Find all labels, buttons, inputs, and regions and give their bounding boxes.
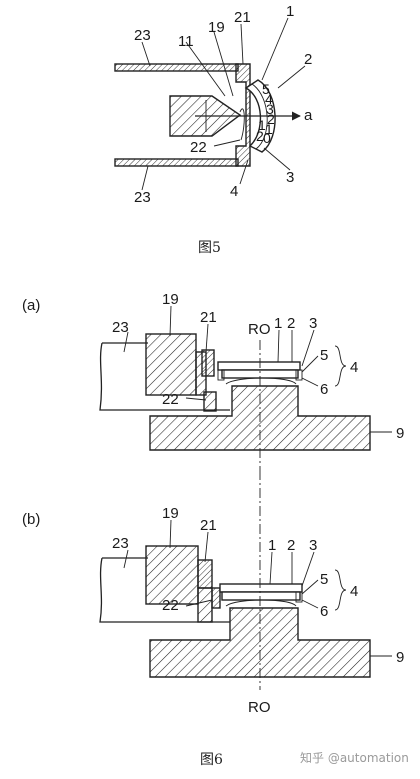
fig6b-label-21: 21	[200, 517, 217, 534]
wafer-seg-3: 2	[267, 111, 275, 127]
fig6b-wafer-right-edge	[295, 591, 303, 603]
fig6a-label-21: 21	[200, 309, 217, 326]
fig6a-label-6: 6	[320, 381, 328, 398]
fig6a-label-1: 1	[274, 315, 282, 332]
fig6b-cover-23	[99, 557, 230, 623]
fig6a-label-2: 2	[287, 315, 295, 332]
fig6b-label-3: 3	[309, 537, 317, 554]
wafer-seg-7: 2	[256, 128, 264, 144]
fig6a-chuck-curve	[225, 377, 297, 385]
fig5-label-1: 1	[286, 3, 294, 20]
fig6a-wafer-left-edge	[217, 369, 225, 381]
fig6a-cover-23	[99, 342, 230, 411]
figure-6b: (b) 23 19 21 1 2	[22, 470, 404, 768]
cover-plate-23-top	[114, 63, 239, 72]
fig5-label-4: 4	[230, 183, 238, 200]
fig6a-label-23: 23	[112, 319, 129, 336]
fig5-label-21: 21	[234, 9, 251, 26]
fig6a-label-5: 5	[320, 347, 328, 364]
fig6b-label-5: 5	[320, 571, 328, 588]
fig6b-label-19: 19	[162, 505, 179, 522]
fig6b-foil-22	[211, 587, 221, 609]
wafer-seg-0: 5	[262, 81, 270, 97]
wafer-seg-4: 1	[265, 121, 273, 137]
fig6a-wafer-top	[217, 361, 301, 371]
wafer-divider	[251, 83, 268, 150]
fig6b-chuck-curve	[225, 599, 297, 607]
fig5-caption: 图5	[198, 240, 221, 256]
fig6b-label-2: 2	[287, 537, 295, 554]
fig6b-label-1: 1	[268, 537, 276, 554]
fig6b-tag: (b)	[22, 511, 40, 528]
fig5-label-11: 11	[178, 33, 194, 50]
fig5-label-22: 22	[190, 139, 207, 156]
fig6b-label-ro: RO	[248, 699, 271, 716]
fig6b-pusher-19	[145, 545, 199, 605]
wafer-seg-6: 1	[258, 117, 266, 133]
foil-22	[239, 108, 245, 141]
fig5-label-3: 3	[286, 169, 294, 186]
fig6a-pusher-19	[145, 333, 197, 396]
fig6b-label-6: 6	[320, 603, 328, 620]
figure-5: 5 4 3 2 1 0 1 2 23 11 19 21 1 2 a 22 3 4…	[114, 3, 313, 256]
fig6b-label-23: 23	[112, 535, 129, 552]
fig6a-label-4: 4	[350, 359, 358, 376]
watermark: 知乎 @automation	[300, 751, 409, 765]
cover-plate-23-bottom	[114, 158, 239, 167]
fig6a-wafer-right-edge	[295, 369, 303, 381]
fig6b-label-22: 22	[162, 597, 179, 614]
fig5-label-2: 2	[304, 51, 312, 68]
fig6b-table-9	[149, 607, 371, 678]
figure-6a: (a) 23 19 21 RO	[22, 291, 404, 470]
wafer-seg-1: 4	[265, 91, 273, 107]
fig5-label-23-bottom: 23	[134, 189, 151, 206]
fig6b-cup-21	[197, 559, 213, 589]
fig5-label-a: a	[304, 107, 313, 124]
fig6a-tag: (a)	[22, 297, 40, 314]
fig6b-cup-21-lower	[197, 587, 213, 623]
fig6a-label-ro: RO	[248, 321, 271, 338]
wafer-seg-5: 0	[263, 130, 271, 146]
fig6a-label-22: 22	[162, 391, 179, 408]
fig6b-label-4: 4	[350, 583, 358, 600]
fig6a-cup-21	[201, 349, 215, 377]
fig6b-label-9: 9	[396, 649, 404, 666]
fig6a-label-19: 19	[162, 291, 179, 308]
fig6a-label-9: 9	[396, 425, 404, 442]
fig5-label-23-top: 23	[134, 27, 151, 44]
fig6b-wafer-top	[219, 583, 303, 593]
fig5-label-19: 19	[208, 19, 225, 36]
fig6a-label-3: 3	[309, 315, 317, 332]
fig6b-wafer-layer	[221, 591, 301, 601]
fig6-caption: 图6	[200, 752, 223, 768]
fig6a-foil-22	[203, 391, 217, 412]
cup-21	[235, 63, 251, 167]
wafer-seg-2: 3	[266, 101, 274, 117]
